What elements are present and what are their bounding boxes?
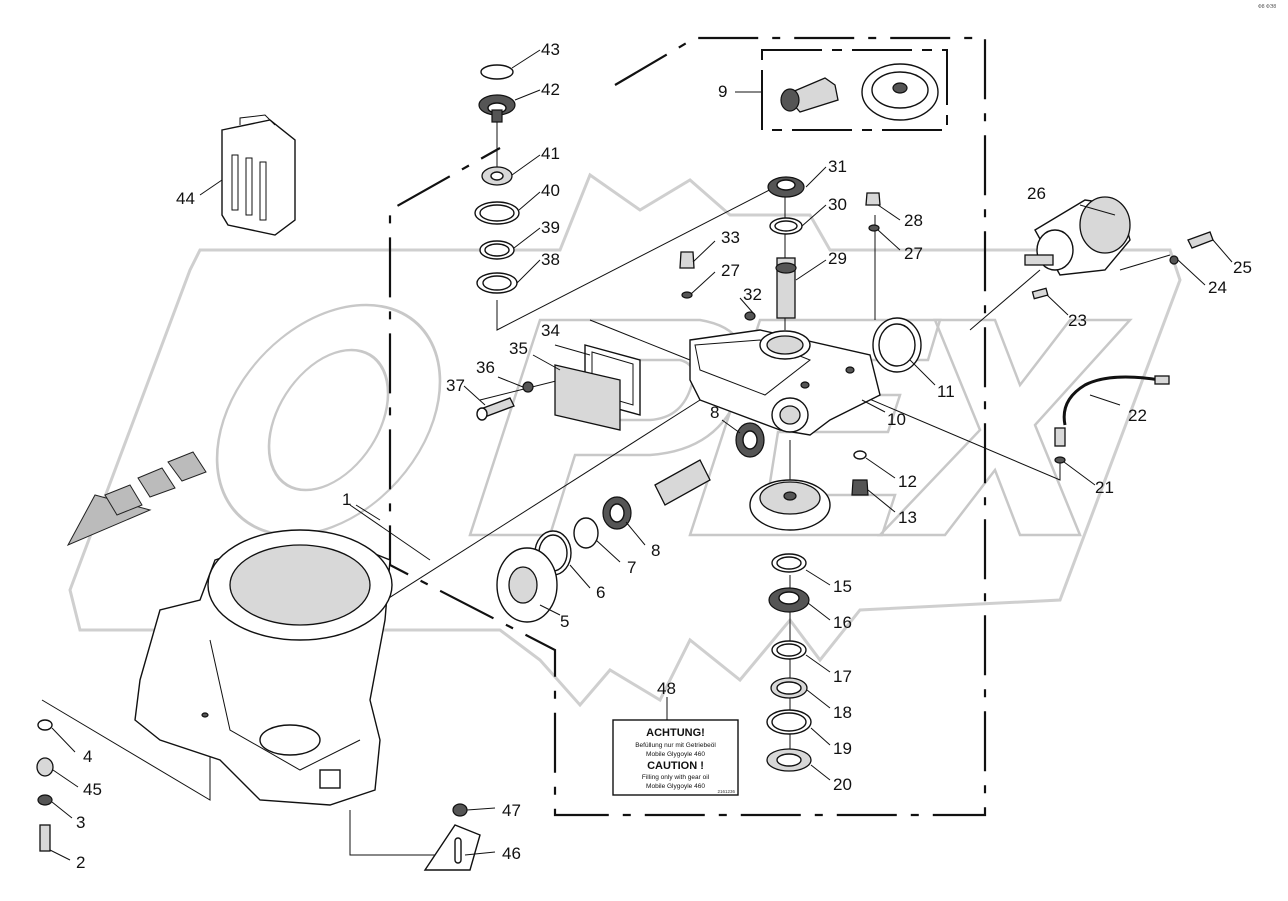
callout-28: 28: [904, 211, 923, 230]
callout-31: 31: [828, 157, 847, 176]
ring-stack-top: [474, 64, 520, 294]
callout-8a: 8: [710, 403, 719, 422]
callout-27a: 27: [721, 261, 740, 280]
cover-plate: [554, 344, 641, 431]
callout-26: 26: [1027, 184, 1046, 203]
callout-18: 18: [833, 703, 852, 722]
callout-34: 34: [541, 321, 560, 340]
warning-line1-en: Filling only with gear oil: [642, 774, 710, 781]
callout-42: 42: [541, 80, 560, 99]
callout-20: 20: [833, 775, 852, 794]
callout-35: 35: [509, 339, 528, 358]
o-ring-11: [872, 317, 922, 373]
callout-numbers: 1 2 3 4 5 6 7 8 8 9 10 11 12 13 15 16 17…: [76, 40, 1252, 872]
callout-22: 22: [1128, 406, 1147, 425]
callout-1: 1: [342, 490, 351, 509]
callout-38: 38: [541, 250, 560, 269]
upper-shaft-assembly: [767, 176, 805, 319]
callout-48: 48: [657, 679, 676, 698]
callout-5: 5: [560, 612, 569, 631]
callout-12: 12: [898, 472, 917, 491]
callout-36: 36: [476, 358, 495, 377]
direction-arrow: [66, 451, 207, 547]
callout-15: 15: [833, 577, 852, 596]
mower-frame: [134, 529, 393, 806]
callout-21: 21: [1095, 478, 1114, 497]
callout-24: 24: [1208, 278, 1227, 297]
oil-canister: [221, 114, 296, 236]
hydraulic-hose: [1054, 375, 1170, 464]
callout-44: 44: [176, 189, 195, 208]
blade: [423, 803, 481, 871]
callout-13: 13: [898, 508, 917, 527]
callout-29: 29: [828, 249, 847, 268]
drain-plug: [851, 450, 869, 496]
callout-17: 17: [833, 667, 852, 686]
callout-4: 4: [83, 747, 92, 766]
callout-leaders: [49, 49, 1233, 861]
callout-19: 19: [833, 739, 852, 758]
pulley: [749, 479, 831, 531]
fasteners-left: [36, 719, 54, 852]
bolt-and-washer-left: [476, 381, 534, 421]
callout-27b: 27: [904, 244, 923, 263]
callout-41: 41: [541, 144, 560, 163]
callout-45: 45: [83, 780, 102, 799]
callout-32: 32: [743, 285, 762, 304]
callout-9: 9: [718, 82, 727, 101]
warning-label: ACHTUNG! Befüllung nur mit Getriebeöl Mo…: [612, 719, 739, 796]
callout-30: 30: [828, 195, 847, 214]
callout-40: 40: [541, 181, 560, 200]
callout-7: 7: [627, 558, 636, 577]
callout-37: 37: [446, 376, 465, 395]
callout-11: 11: [937, 382, 955, 401]
callout-10: 10: [887, 410, 906, 429]
callout-43: 43: [541, 40, 560, 59]
warning-code: 2161236: [717, 789, 735, 794]
warning-line2-de: Mobile Glygoyle 460: [646, 751, 705, 758]
assembly-boundary: [388, 36, 987, 817]
warning-line1-de: Befüllung nur mit Getriebeöl: [635, 742, 716, 749]
warning-line2-en: Mobile Glygoyle 460: [646, 783, 705, 790]
callout-46: 46: [502, 844, 521, 863]
callout-8b: 8: [651, 541, 660, 560]
callout-33: 33: [721, 228, 740, 247]
callout-47: 47: [502, 801, 521, 820]
callout-39: 39: [541, 218, 560, 237]
ring-stack-bottom: [766, 553, 812, 772]
callout-6: 6: [596, 583, 605, 602]
gearbox-housing: [689, 329, 881, 436]
callout-25: 25: [1233, 258, 1252, 277]
corner-id: Ф8 ФЭ8: [1258, 4, 1276, 10]
callout-3: 3: [76, 813, 85, 832]
callout-2: 2: [76, 853, 85, 872]
callout-23: 23: [1068, 311, 1087, 330]
kit-box: [761, 49, 948, 131]
hydraulic-motor: [1024, 196, 1131, 276]
plugs-and-washers: [679, 192, 881, 321]
callout-16: 16: [833, 613, 852, 632]
warning-title-en: CAUTION !: [647, 760, 704, 772]
input-shaft-assembly: [496, 422, 765, 623]
warning-title-de: ACHTUNG!: [646, 727, 705, 739]
